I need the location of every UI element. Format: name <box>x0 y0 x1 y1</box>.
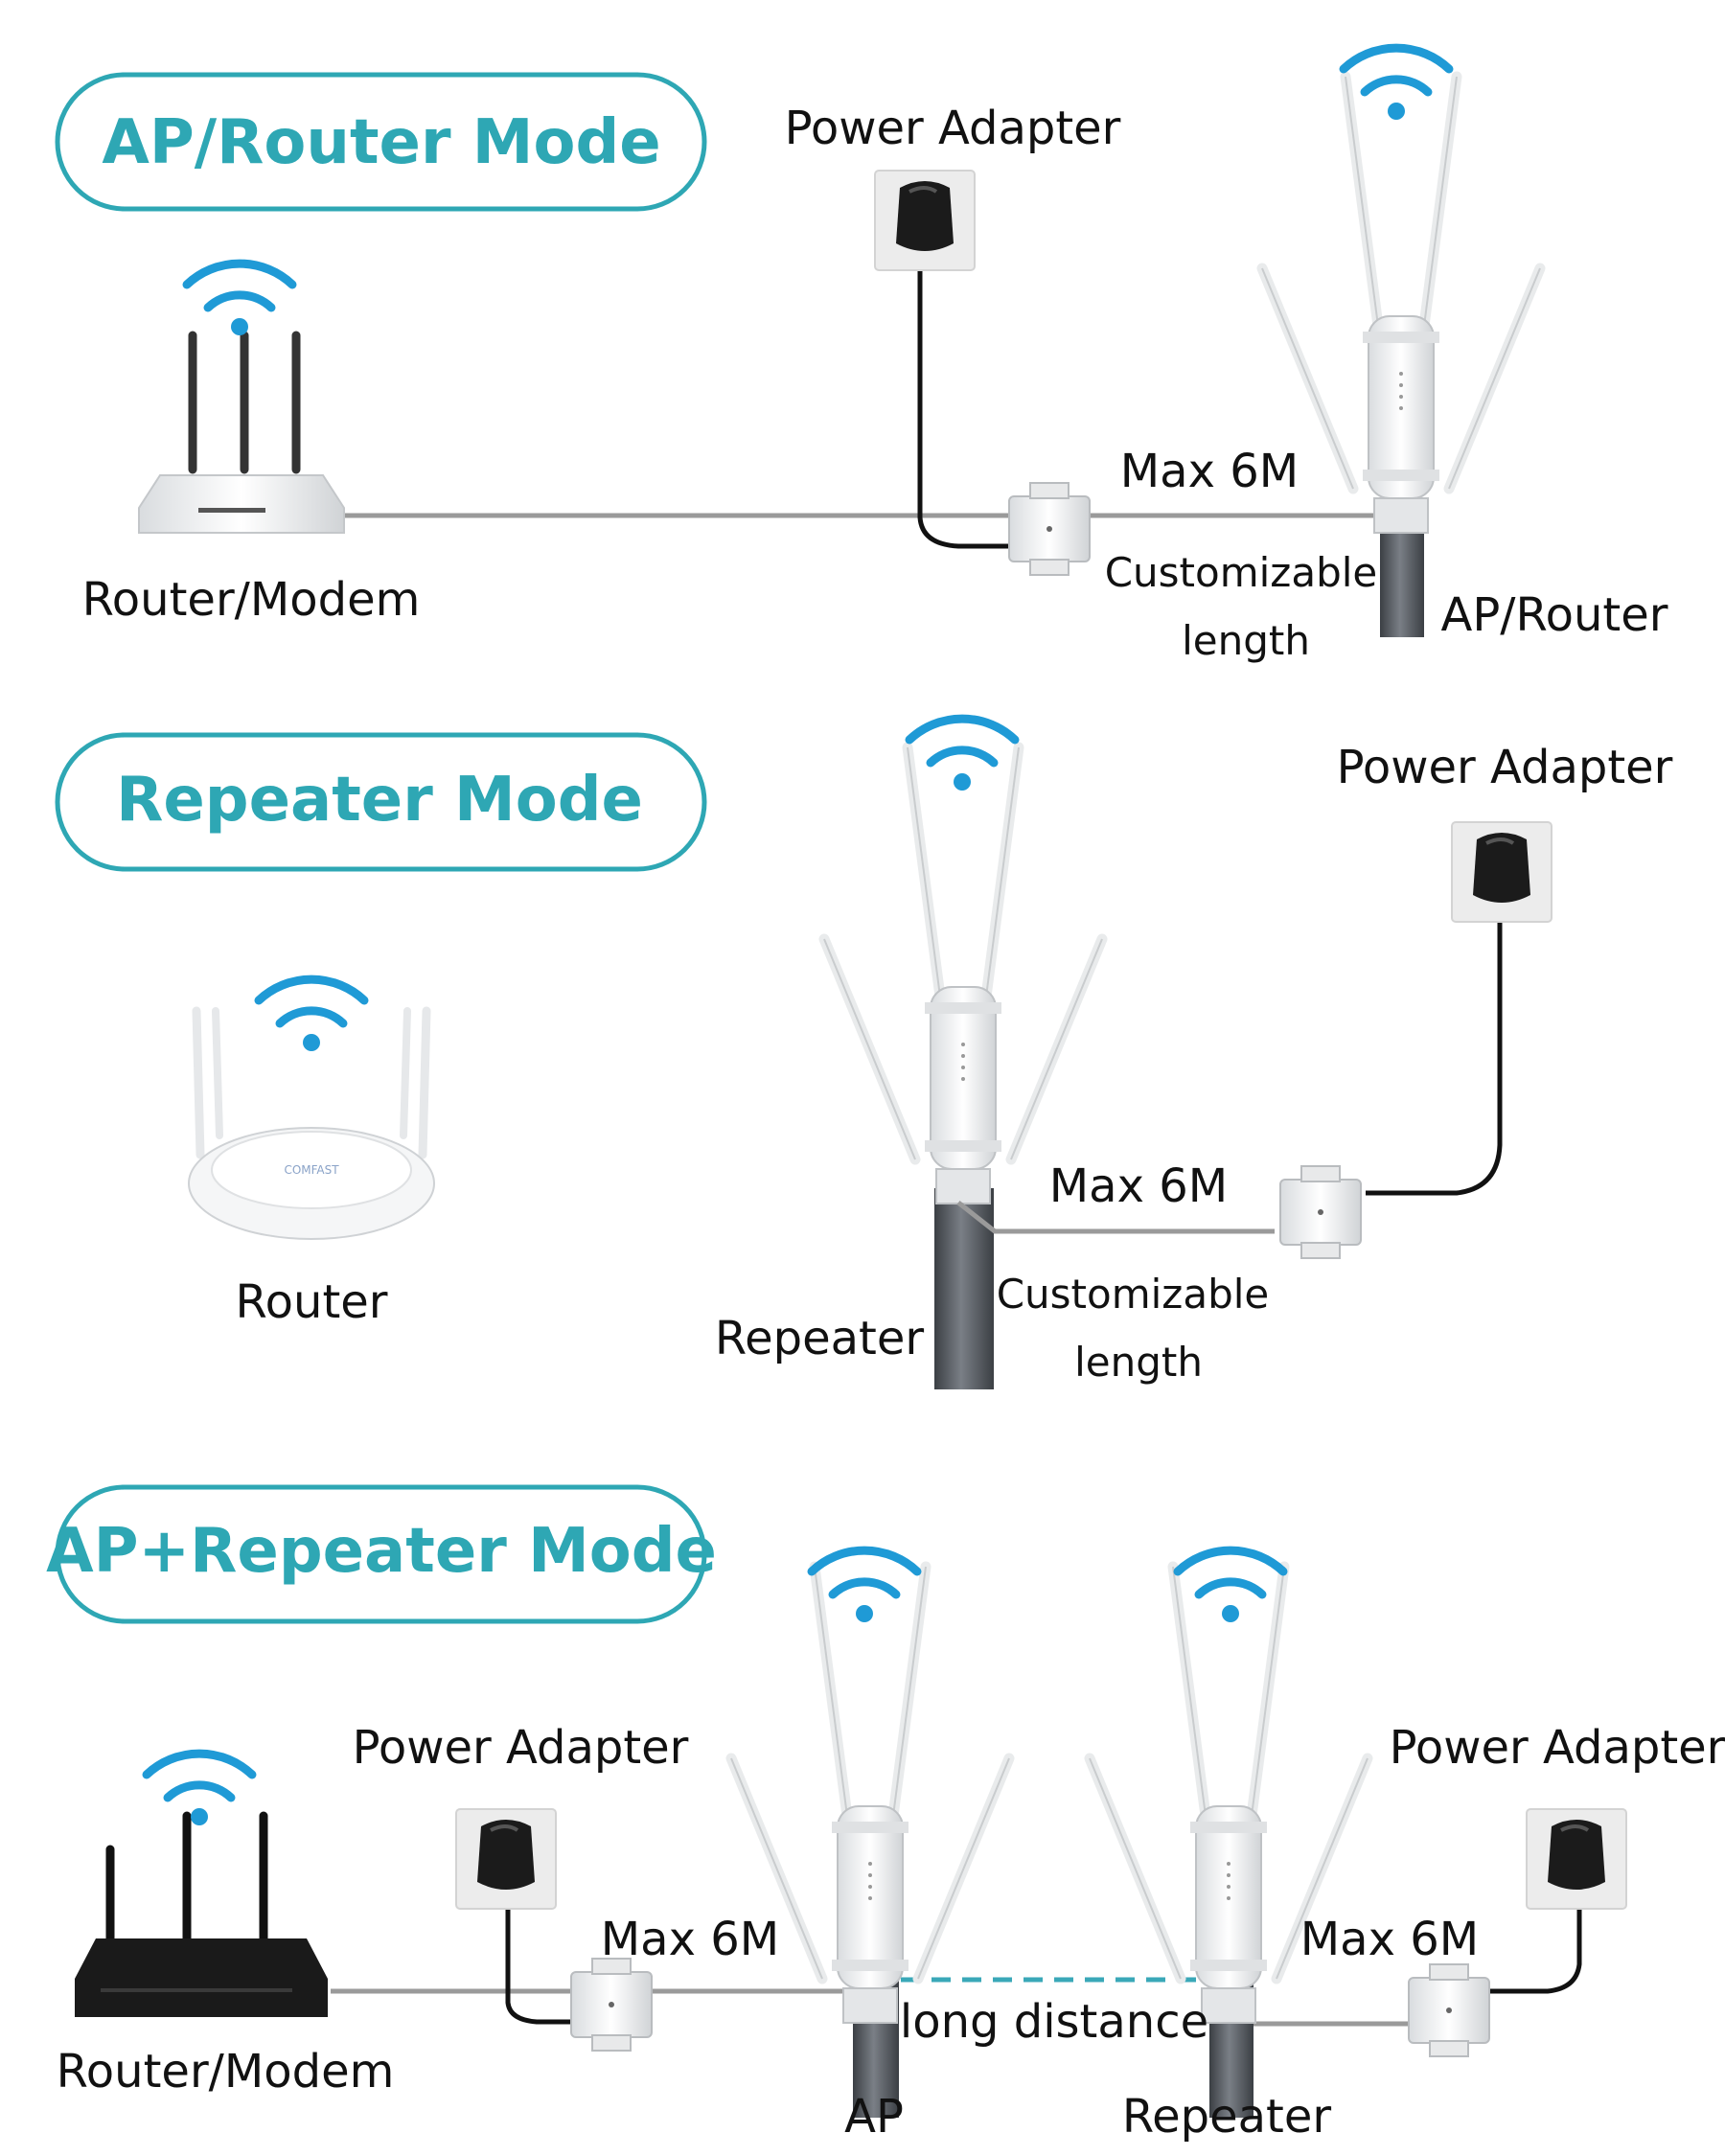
power-adapter-label: Power Adapter <box>353 1721 689 1775</box>
mode-title-box <box>55 1484 707 1624</box>
router-icon <box>139 335 344 533</box>
max-cable-label: Max 6M <box>1300 1913 1479 1966</box>
device-label: AP <box>844 2090 904 2144</box>
long-distance-label: long distance <box>900 1995 1208 2049</box>
section-ap-repeater-mode: AP+Repeater Mode Power Adapter Power Ada… <box>46 1484 1725 2144</box>
ethernet-cable <box>956 1201 1275 1234</box>
wifi-icon <box>909 719 1015 791</box>
mode-title: AP+Repeater Mode <box>46 1516 717 1587</box>
mode-title-box <box>55 732 707 872</box>
power-cord <box>1366 891 1503 1196</box>
power-adapter-label: Power Adapter <box>785 102 1121 155</box>
wifi-icon <box>1178 1550 1283 1622</box>
wifi-icon <box>259 979 364 1051</box>
wifi-icon <box>187 264 292 335</box>
wifi-icon <box>147 1754 252 1825</box>
power-cord <box>505 1878 575 2025</box>
customizable-label: Customizable <box>1105 549 1378 596</box>
wifi-icon <box>1344 48 1449 120</box>
max-cable-label: Max 6M <box>601 1913 779 1966</box>
poe-injector-icon <box>1008 482 1091 576</box>
device-label: Repeater <box>1122 2090 1331 2144</box>
power-outlet-icon <box>1525 1807 1628 1911</box>
mode-title: AP/Router Mode <box>102 107 660 178</box>
power-outlet-icon <box>1450 820 1553 924</box>
power-outlet-icon <box>454 1807 558 1911</box>
poe-injector-icon <box>1279 1165 1362 1259</box>
router-label: Router <box>235 1275 387 1329</box>
length-label: length <box>1182 617 1310 664</box>
mode-title: Repeater Mode <box>116 765 643 836</box>
power-cord <box>1490 1878 1582 1994</box>
power-outlet-icon <box>873 169 977 272</box>
section-ap-router-mode: AP/Router Mode Power Adapter Router/Mode… <box>55 48 1668 664</box>
device-label: AP/Router <box>1440 588 1668 642</box>
router-label: Router/Modem <box>57 2045 395 2099</box>
max-cable-label: Max 6M <box>1120 445 1299 498</box>
poe-injector-icon <box>1408 1963 1490 2057</box>
poe-injector-icon <box>570 1958 653 2052</box>
power-adapter-label: Power Adapter <box>1337 741 1673 794</box>
outdoor-ap-icon <box>824 747 1102 1204</box>
router-label: Router/Modem <box>82 573 421 627</box>
power-cord <box>917 240 1011 549</box>
length-label: length <box>1074 1339 1203 1386</box>
router-icon <box>75 1816 328 2017</box>
power-adapter-label: Power Adapter <box>1390 1721 1725 1775</box>
outdoor-ap-icon <box>1262 77 1540 533</box>
device-label: Repeater <box>715 1312 924 1365</box>
section-repeater-mode: Repeater Mode Power Adapter Router Max 6… <box>55 719 1673 1389</box>
pole-icon <box>934 1188 994 1389</box>
max-cable-label: Max 6M <box>1049 1159 1228 1213</box>
customizable-label: Customizable <box>997 1271 1270 1318</box>
wifi-icon <box>812 1550 917 1622</box>
mode-title-box <box>55 72 707 212</box>
